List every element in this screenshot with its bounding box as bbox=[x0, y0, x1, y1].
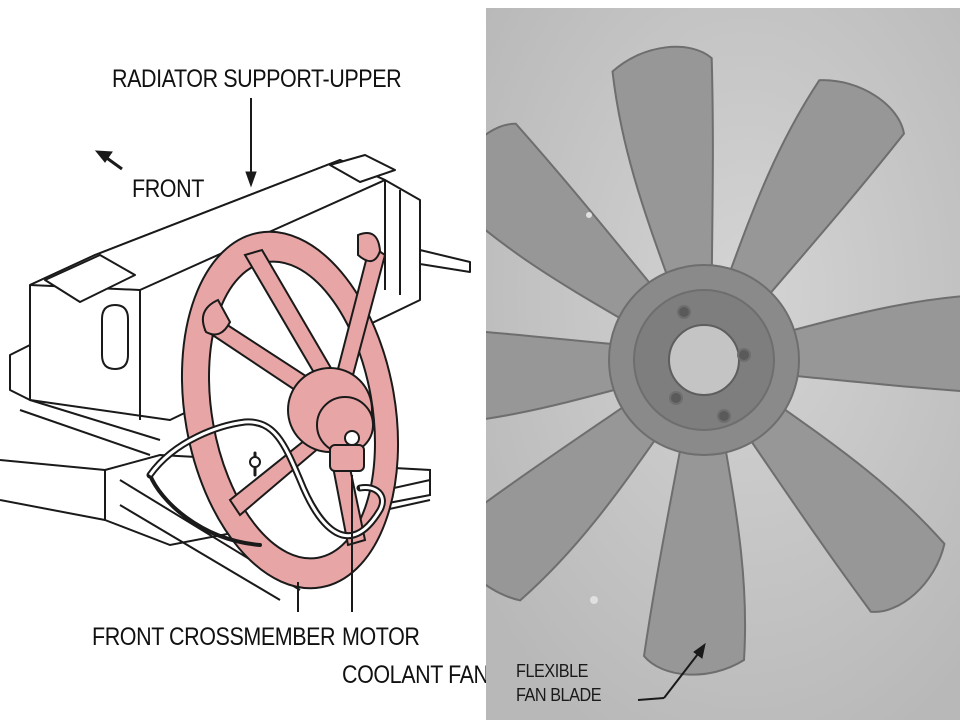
label-front-crossmember: FRONT CROSSMEMBER bbox=[92, 623, 336, 651]
leader-lines bbox=[297, 475, 353, 612]
label-front: FRONT bbox=[132, 175, 204, 203]
coolant-fan-diagram: RADIATOR SUPPORT-UPPER FRONT FRONT CROSS… bbox=[0, 65, 490, 689]
fan-blade-picture bbox=[486, 8, 960, 720]
radiator-pointer-arrow bbox=[245, 98, 257, 188]
label-radiator-support-upper: RADIATOR SUPPORT-UPPER bbox=[112, 65, 402, 93]
diagram-drawing bbox=[0, 98, 471, 612]
label-motor: MOTOR bbox=[342, 623, 420, 651]
label-coolant-fan: COOLANT FAN bbox=[342, 661, 489, 689]
fan-blade-photo: FLEXIBLE FAN BLADE bbox=[486, 0, 960, 720]
wiring-harness-inner bbox=[148, 420, 384, 538]
fan-blade-assembly bbox=[486, 38, 960, 676]
label-flexible: FLEXIBLE bbox=[516, 661, 589, 681]
coolant-fan bbox=[180, 230, 400, 590]
label-fan-blade: FAN BLADE bbox=[516, 685, 602, 705]
front-arrow bbox=[94, 150, 123, 171]
blade-leader-line bbox=[637, 642, 706, 701]
